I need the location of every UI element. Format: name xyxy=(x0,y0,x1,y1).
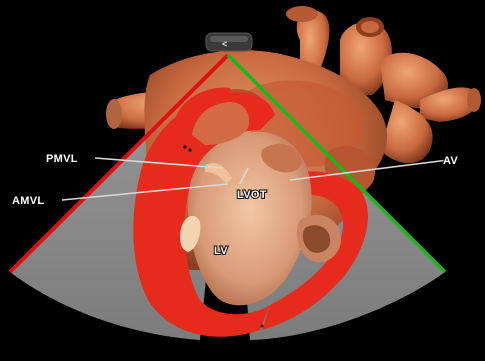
marker-dot xyxy=(183,145,186,148)
marker-dot xyxy=(261,325,264,328)
marker-dot xyxy=(188,148,191,151)
label-pmvl: PMVL xyxy=(46,153,78,165)
probe-glyph: < xyxy=(222,39,227,49)
label-av: AV xyxy=(443,155,458,167)
label-amvl: AMVL xyxy=(12,195,44,207)
label-lv: LV xyxy=(214,245,228,257)
ultrasound-probe: < xyxy=(206,33,252,51)
label-lvot: LVOT xyxy=(237,189,267,201)
